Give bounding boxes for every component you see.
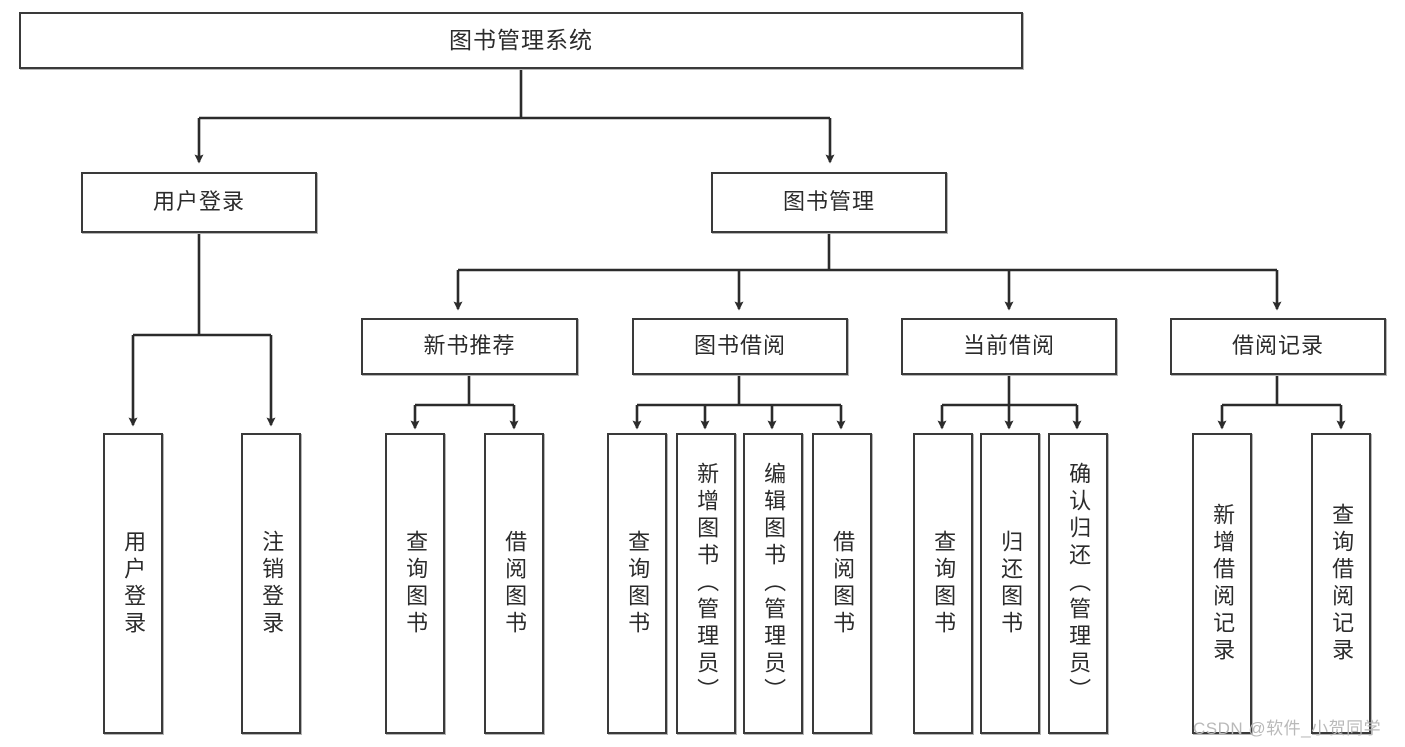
leaf-new-book-query[interactable]: 查询图书 [385,433,445,734]
node-borrow-record[interactable]: 借阅记录 [1170,318,1386,375]
node-label: 新书推荐 [423,333,516,359]
leaf-book-borrow-query[interactable]: 查询图书 [607,433,667,734]
leaf-book-borrow-edit[interactable]: 编辑图书（管理员） [743,433,803,734]
node-label: 借阅记录 [1231,333,1324,359]
node-root-system[interactable]: 图书管理系统 [19,12,1023,69]
leaf-current-borrow-confirm[interactable]: 确认归还（管理员） [1048,433,1108,734]
node-label: 图书管理系统 [449,26,593,53]
node-label: 新增借阅记录 [1210,502,1236,665]
node-label: 归还图书 [998,529,1024,638]
node-label: 编辑图书（管理员） [761,462,787,705]
leaf-book-borrow-add[interactable]: 新增图书（管理员） [676,433,736,734]
node-label: 借阅图书 [502,529,528,638]
node-book-management[interactable]: 图书管理 [711,172,947,233]
node-new-book-recommend[interactable]: 新书推荐 [361,318,578,375]
node-label: 图书管理 [782,189,875,215]
node-label: 当前借阅 [962,333,1055,359]
leaf-user-login-login[interactable]: 用户登录 [103,433,163,734]
node-label: 查询图书 [625,529,651,638]
csdn-watermark: CSDN @软件_小贺同学 [1193,719,1382,738]
node-label: 查询借阅记录 [1329,502,1355,665]
leaf-borrow-record-query[interactable]: 查询借阅记录 [1311,433,1371,734]
leaf-current-borrow-return[interactable]: 归还图书 [980,433,1040,734]
node-label: 注销登录 [259,529,285,638]
leaf-book-borrow-borrow[interactable]: 借阅图书 [812,433,872,734]
node-label: 查询图书 [931,529,957,638]
node-label: 确认归还（管理员） [1066,462,1092,705]
node-current-borrow[interactable]: 当前借阅 [901,318,1117,375]
node-label: 新增图书（管理员） [694,462,720,705]
node-label: 用户登录 [152,189,245,215]
leaf-new-book-borrow[interactable]: 借阅图书 [484,433,544,734]
leaf-current-borrow-query[interactable]: 查询图书 [913,433,973,734]
node-book-borrow[interactable]: 图书借阅 [632,318,848,375]
leaf-user-login-logout[interactable]: 注销登录 [241,433,301,734]
node-user-login[interactable]: 用户登录 [81,172,317,233]
node-label: 借阅图书 [830,529,856,638]
node-label: 查询图书 [403,529,429,638]
node-label: 图书借阅 [693,333,786,359]
node-label: 用户登录 [121,529,147,638]
leaf-borrow-record-add[interactable]: 新增借阅记录 [1192,433,1252,734]
